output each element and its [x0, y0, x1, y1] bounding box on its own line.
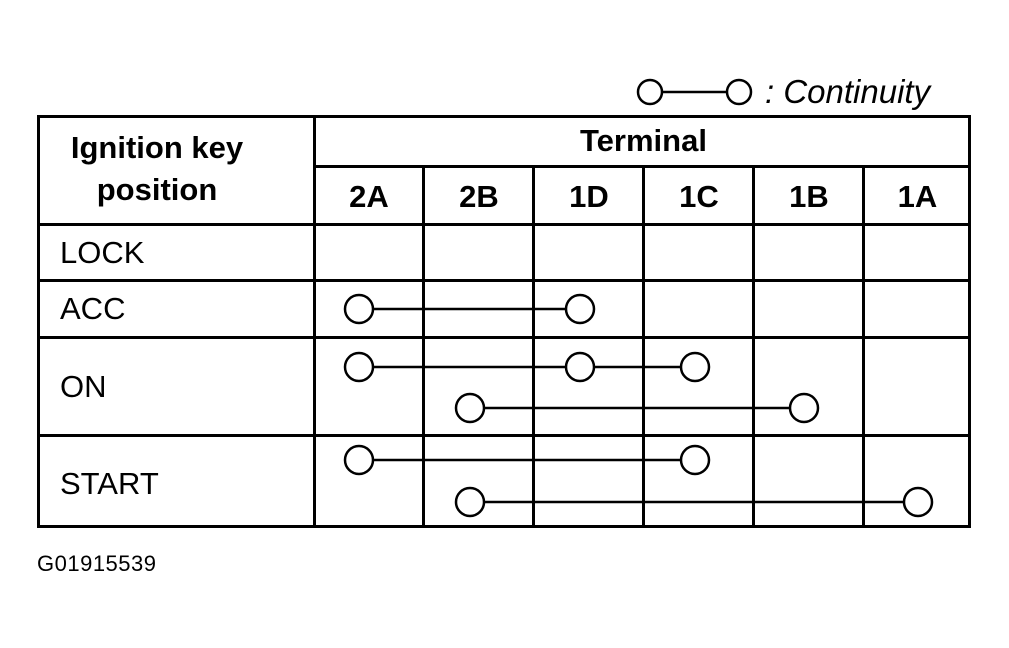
terminal-label-2B: 2B — [459, 179, 499, 214]
grid-line — [642, 165, 645, 528]
terminal-label-1C: 1C — [679, 179, 719, 214]
figure-code: G01915539 — [37, 551, 157, 576]
continuity-terminal-circle — [454, 486, 486, 518]
grid-line — [37, 434, 971, 437]
grid-line — [37, 279, 971, 282]
continuity-terminal-circle — [679, 444, 711, 476]
position-header-line2: position — [96, 172, 218, 207]
continuity-terminal-circle — [679, 351, 711, 383]
row-label-lock: LOCK — [60, 235, 145, 270]
row-label-start: START — [60, 466, 159, 501]
continuity-terminal-circle — [564, 351, 596, 383]
terminal-label-1A: 1A — [897, 179, 938, 214]
legend-label: : Continuity — [765, 73, 931, 110]
grid-line — [313, 115, 316, 528]
row-label-acc: ACC — [60, 291, 126, 326]
terminal-label-1B: 1B — [789, 179, 829, 214]
continuity-terminal-circle — [902, 486, 934, 518]
grid-line — [862, 165, 865, 528]
row-label-on: ON — [60, 369, 107, 404]
grid-line — [37, 336, 971, 339]
continuity-legend-icon — [636, 78, 753, 106]
position-header: Ignition key position — [0, 127, 314, 211]
continuity-terminal-circle — [343, 293, 375, 325]
continuity-terminal-circle — [454, 392, 486, 424]
continuity-table — [37, 115, 971, 528]
continuity-terminal-circle — [343, 444, 375, 476]
position-header-line1: Ignition key — [70, 130, 244, 165]
grid-line — [752, 165, 755, 528]
grid-line — [422, 165, 425, 528]
continuity-terminal-circle — [343, 351, 375, 383]
terminal-header: Terminal — [580, 123, 707, 158]
legend: : Continuity — [630, 72, 960, 112]
continuity-terminal-circle — [564, 293, 596, 325]
grid-line — [37, 223, 971, 226]
grid-line — [532, 165, 535, 528]
continuity-terminal-circle — [788, 392, 820, 424]
terminal-label-2A: 2A — [349, 179, 389, 214]
terminal-label-1D: 1D — [569, 179, 609, 214]
